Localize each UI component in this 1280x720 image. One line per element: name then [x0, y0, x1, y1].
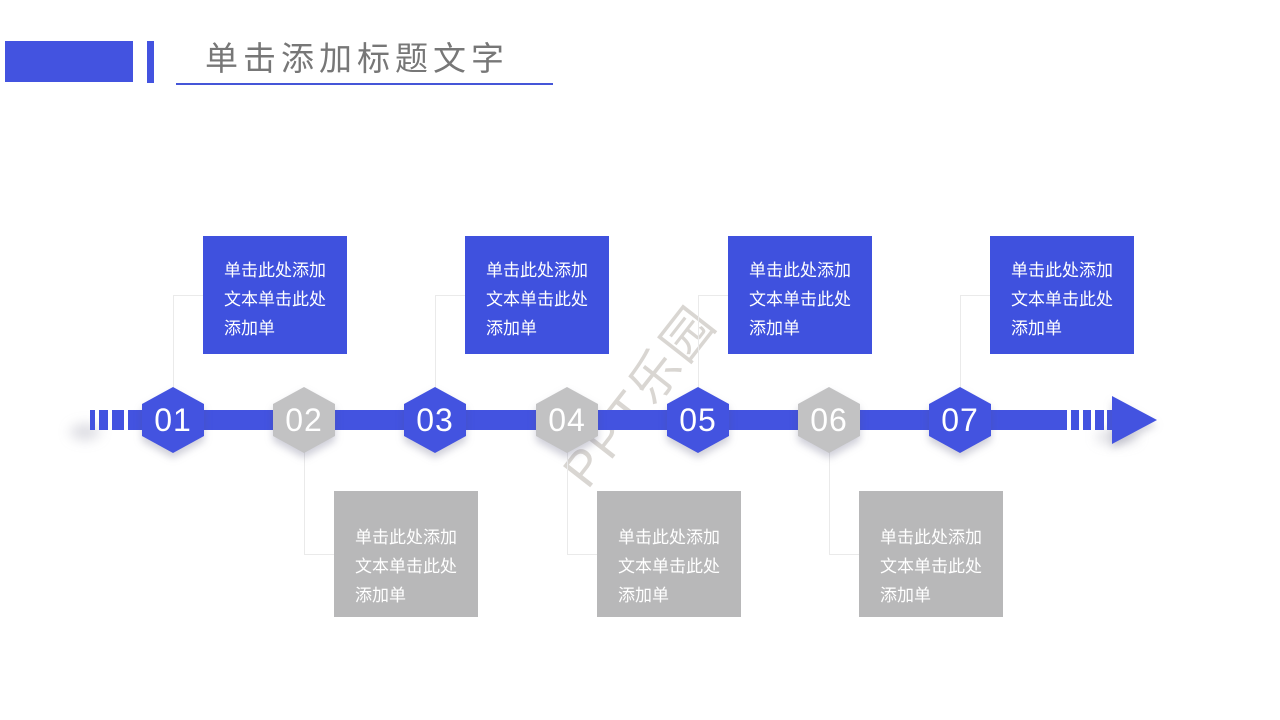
timeline-dash	[90, 410, 95, 430]
timeline-dash	[1083, 410, 1091, 430]
hexagon-step-03[interactable]	[404, 387, 466, 453]
caption-box-04[interactable]: 单击此处添加文本单击此处添加单	[597, 491, 741, 617]
hexagon-step-04[interactable]	[536, 387, 598, 453]
timeline-dash	[1107, 410, 1115, 430]
connector-line	[829, 452, 830, 554]
step-number: 07	[941, 401, 979, 438]
caption-box-02[interactable]: 单击此处添加文本单击此处添加单	[334, 491, 478, 617]
hexagon-step-02[interactable]	[273, 387, 335, 453]
caption-text: 单击此处添加文本单击此处添加单	[224, 261, 326, 338]
caption-text: 单击此处添加文本单击此处添加单	[355, 528, 457, 605]
header-decor-bar	[147, 41, 154, 83]
step-number: 01	[154, 401, 192, 438]
connector-line	[960, 295, 961, 388]
timeline-dash	[1095, 410, 1104, 430]
timeline-dash	[99, 410, 108, 430]
caption-box-05[interactable]: 单击此处添加文本单击此处添加单	[728, 236, 872, 354]
connector-line	[435, 295, 465, 296]
connector-line	[304, 554, 334, 555]
timeline-dash	[128, 410, 142, 430]
shadow-blob-left	[70, 424, 100, 440]
caption-text: 单击此处添加文本单击此处添加单	[749, 261, 851, 338]
hexagon-step-07[interactable]	[929, 387, 991, 453]
connector-line	[698, 295, 728, 296]
caption-text: 单击此处添加文本单击此处添加单	[618, 528, 720, 605]
hexagon-step-05[interactable]	[667, 387, 729, 453]
timeline-dash	[1071, 410, 1079, 430]
caption-text: 单击此处添加文本单击此处添加单	[1011, 261, 1113, 338]
connector-line	[435, 295, 436, 388]
caption-text: 单击此处添加文本单击此处添加单	[486, 261, 588, 338]
caption-box-07[interactable]: 单击此处添加文本单击此处添加单	[990, 236, 1134, 354]
hexagon-step-06[interactable]	[798, 387, 860, 453]
connector-line	[567, 554, 597, 555]
connector-line	[829, 554, 859, 555]
connector-line	[173, 295, 174, 388]
header-decor-rectangle	[5, 41, 133, 82]
step-number: 03	[416, 401, 454, 438]
caption-box-01[interactable]: 单击此处添加文本单击此处添加单	[203, 236, 347, 354]
page-title[interactable]: 单击添加标题文字	[205, 40, 509, 77]
step-number: 04	[548, 401, 586, 438]
caption-box-06[interactable]: 单击此处添加文本单击此处添加单	[859, 491, 1003, 617]
caption-text: 单击此处添加文本单击此处添加单	[880, 528, 982, 605]
timeline-dash	[112, 410, 124, 430]
connector-line	[698, 295, 699, 388]
step-number: 05	[679, 401, 717, 438]
title-underline	[176, 83, 553, 85]
caption-box-03[interactable]: 单击此处添加文本单击此处添加单	[465, 236, 609, 354]
connector-line	[304, 452, 305, 554]
step-number: 02	[285, 401, 323, 438]
connector-line	[173, 295, 203, 296]
hexagon-step-01[interactable]	[142, 387, 204, 453]
step-number: 06	[810, 401, 848, 438]
connector-line	[567, 452, 568, 554]
timeline-arrow-icon	[1112, 396, 1157, 444]
connector-line	[960, 295, 990, 296]
